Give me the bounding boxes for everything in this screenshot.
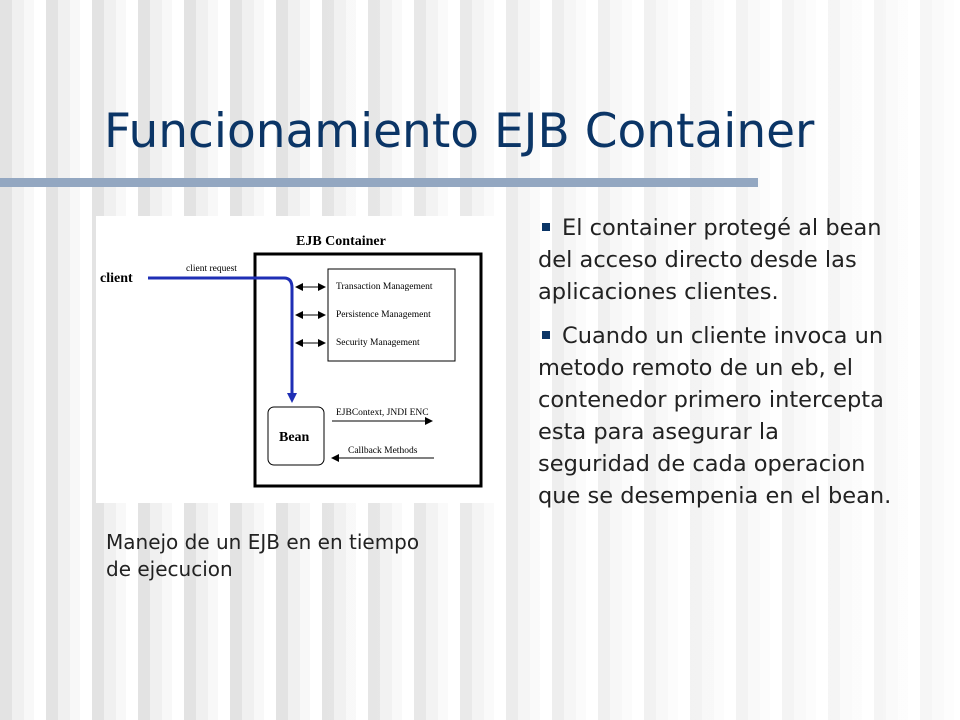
bullet-text: Cuando un cliente invoca un metodo remot… xyxy=(538,323,892,509)
square-bullet-icon xyxy=(542,330,550,339)
bean-label: Bean xyxy=(279,430,310,445)
service-persistence: Persistence Management xyxy=(336,310,431,320)
client-request-arrow xyxy=(148,276,297,403)
container-label: EJB Container xyxy=(296,234,386,249)
services-box xyxy=(327,268,456,362)
bullet-text: El container protegé al bean del acceso … xyxy=(538,215,882,305)
slide-title: Funcionamiento EJB Container xyxy=(104,104,815,159)
diagram-caption: Manejo de un EJB en en tiempo de ejecuci… xyxy=(106,530,420,581)
diagram-svg: EJB Container client client request Tran… xyxy=(100,234,483,488)
client-label: client xyxy=(100,271,133,286)
service-transaction: Transaction Management xyxy=(336,282,433,292)
callback-label: Callback Methods xyxy=(348,446,418,456)
service-security: Security Management xyxy=(336,338,420,348)
title-underline xyxy=(0,178,758,187)
bullet-item: El container protegé al bean del acceso … xyxy=(538,212,898,308)
square-bullet-icon xyxy=(542,222,550,231)
bullet-list: El container protegé al bean del acceso … xyxy=(538,212,898,524)
context-label: EJBContext, JNDI ENC xyxy=(336,408,429,418)
bullet-item: Cuando un cliente invoca un metodo remot… xyxy=(538,320,898,512)
container-box xyxy=(253,252,483,488)
bean-box xyxy=(267,406,325,466)
ejb-container-diagram: EJB Container client client request Tran… xyxy=(96,216,499,503)
request-label: client request xyxy=(186,264,237,274)
